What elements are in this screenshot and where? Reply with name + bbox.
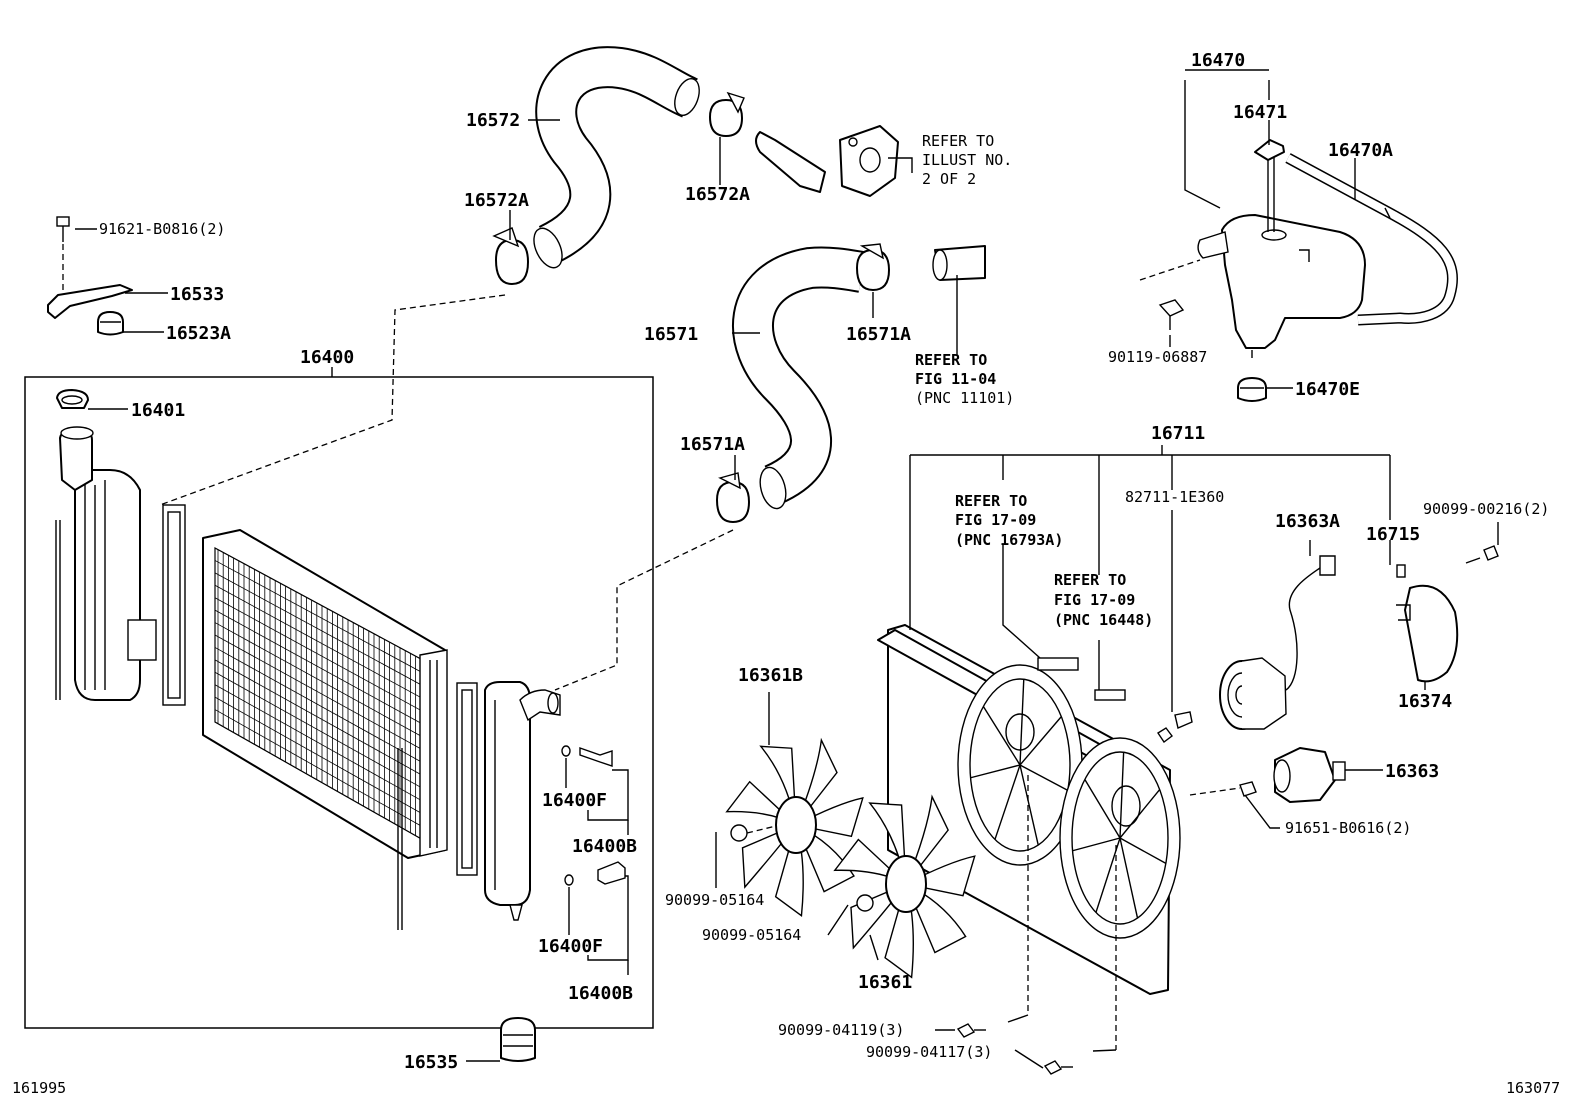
label-16571a-mid: 16571A (680, 434, 745, 455)
label-16715: 16715 (1366, 524, 1420, 545)
label-refer-fig1709b-2: FIG 17-09 (1054, 591, 1135, 609)
label-refer-fig1709a-1: REFER TO (955, 492, 1027, 510)
coolant-reservoir (1139, 139, 1458, 402)
radiator-right-tank (397, 681, 561, 930)
label-90099-05164-a: 90099-05164 (665, 891, 764, 909)
motor-cover-16374 (1396, 545, 1499, 683)
label-16374: 16374 (1398, 691, 1452, 712)
label-16572a-left: 16572A (464, 190, 529, 211)
label-16401: 16401 (131, 400, 185, 421)
label-refer-illust-2: ILLUST NO. (922, 151, 1012, 169)
label-refer-fig1709a-2: FIG 17-09 (955, 511, 1036, 529)
label-16363a: 16363A (1275, 511, 1340, 532)
label-refer-fig1104-1: REFER TO (915, 351, 987, 369)
fan-motor-16363a (1219, 555, 1336, 730)
label-90099-04119: 90099-04119(3) (778, 1021, 904, 1039)
label-16711: 16711 (1151, 423, 1205, 444)
label-16363: 16363 (1385, 761, 1439, 782)
upper-hose-16572 (492, 46, 745, 285)
radiator-core (202, 529, 448, 859)
label-16400: 16400 (300, 347, 354, 368)
label-refer-fig1104-3: (PNC 11101) (915, 389, 1014, 407)
water-outlet-pipe (755, 125, 899, 197)
label-16361b: 16361B (738, 665, 803, 686)
label-16571a-top: 16571A (846, 324, 911, 345)
label-90099-04117: 90099-04117(3) (866, 1043, 992, 1061)
label-82711: 82711-1E360 (1125, 488, 1224, 506)
label-16470e: 16470E (1295, 379, 1360, 400)
label-16535: 16535 (404, 1052, 458, 1073)
label-refer-illust-3: 2 OF 2 (922, 170, 976, 188)
label-16361: 16361 (858, 972, 912, 993)
label-16523a: 16523A (166, 323, 231, 344)
leader-lines (75, 69, 1499, 1069)
label-91621: 91621-B0816(2) (99, 220, 225, 238)
ref-right: 163077 (1506, 1079, 1560, 1097)
radiator-left-tank (55, 426, 186, 706)
label-16571: 16571 (644, 324, 698, 345)
fan-shroud (877, 624, 1193, 1050)
label-16533: 16533 (170, 284, 224, 305)
cushion-16535 (500, 1017, 536, 1062)
label-90099-05164-b: 90099-05164 (702, 926, 801, 944)
label-16572: 16572 (466, 110, 520, 131)
ref-left: 161995 (12, 1079, 66, 1097)
label-90119: 90119-06887 (1108, 348, 1207, 366)
label-16470a: 16470A (1328, 140, 1393, 161)
fan-16361 (833, 794, 976, 979)
fasteners (956, 727, 1173, 1075)
label-refer-illust-1: REFER TO (922, 132, 994, 150)
drain-plugs (561, 745, 626, 886)
label-91651: 91651-B0616(2) (1285, 819, 1411, 837)
radiator-group-box (24, 376, 654, 1029)
label-refer-fig1709b-1: REFER TO (1054, 571, 1126, 589)
lower-hose-16571 (716, 243, 986, 523)
label-16400f-bot: 16400F (538, 936, 603, 957)
fan-motor-16363 (1189, 747, 1346, 803)
label-refer-fig1709a-3: (PNC 16793A) (955, 531, 1063, 549)
label-16470: 16470 (1191, 50, 1245, 71)
label-refer-fig1104-2: FIG 11-04 (915, 370, 996, 388)
part-labels: 16572 16572A 16572A REFER TO ILLUST NO. … (12, 50, 1560, 1097)
bracket-hardware (47, 216, 133, 336)
label-16400f-top: 16400F (542, 790, 607, 811)
fan-16361b (725, 737, 864, 918)
label-16471: 16471 (1233, 102, 1287, 123)
label-90099-00216: 90099-00216(2) (1423, 500, 1549, 518)
radiator-cap-16401 (56, 389, 89, 409)
label-16400b-bot: 16400B (568, 983, 633, 1004)
label-16572a-right: 16572A (685, 184, 750, 205)
label-refer-fig1709b-3: (PNC 16448) (1054, 611, 1153, 629)
label-16400b-top: 16400B (572, 836, 637, 857)
